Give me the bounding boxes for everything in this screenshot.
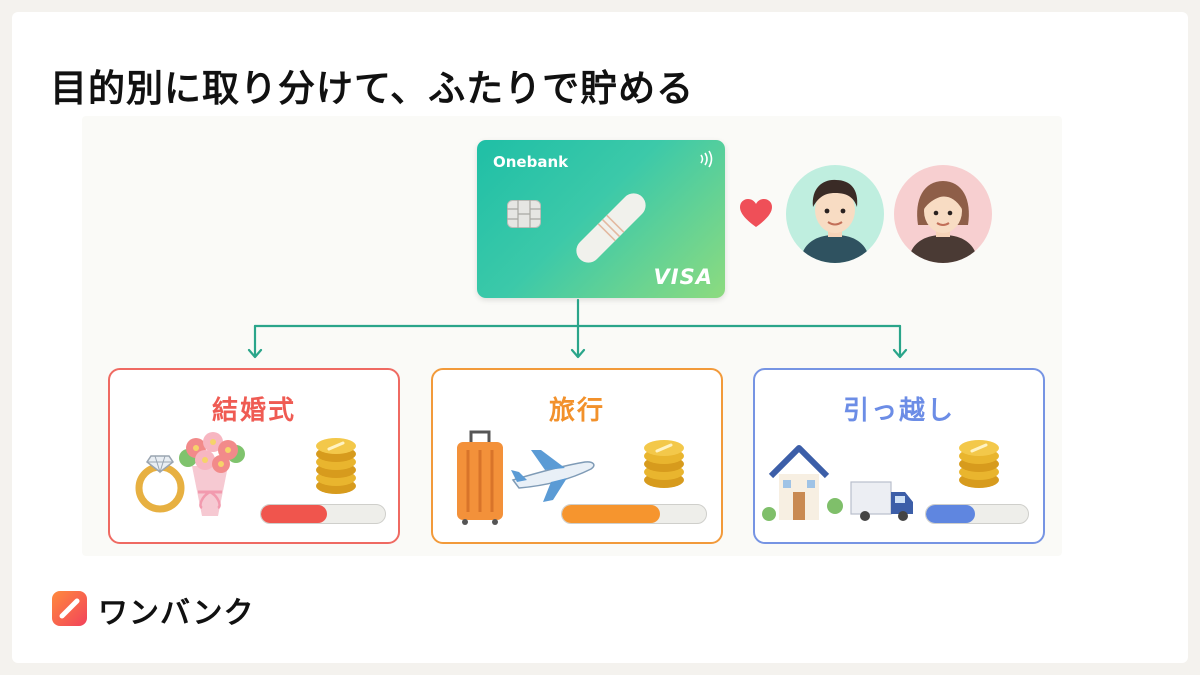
wanbank-logo-icon — [52, 591, 87, 626]
bouquet-icon — [179, 432, 245, 516]
man-avatar — [786, 165, 884, 263]
goal-title-travel: 旅行 — [548, 396, 605, 426]
truck-icon — [850, 481, 913, 521]
goal-card-moving: 引っ越し — [753, 368, 1045, 544]
progress-bar-travel — [561, 504, 707, 524]
ring-icon — [135, 455, 185, 513]
chip-icon — [507, 200, 541, 228]
coins-icon — [644, 440, 684, 488]
woman-avatar — [894, 165, 992, 263]
coins-icon — [316, 438, 356, 494]
house-icon — [762, 445, 843, 521]
goal-card-wedding: 結婚式 — [108, 368, 400, 544]
coins-icon — [959, 440, 999, 488]
card-brand: Onebank — [493, 153, 569, 171]
progress-fill-moving — [926, 505, 975, 523]
progress-bar-wedding — [260, 504, 386, 524]
progress-bar-moving — [925, 504, 1029, 524]
card-network: VISA — [653, 265, 713, 289]
debit-card: Onebank VISA — [477, 140, 725, 298]
onebank-logo-icon — [576, 193, 646, 263]
brand-name: ワンバンク — [98, 596, 255, 631]
goal-card-travel: 旅行 — [431, 368, 723, 544]
suitcase-icon — [457, 430, 503, 525]
goal-title-moving: 引っ越し — [842, 396, 955, 426]
contactless-icon — [700, 150, 713, 168]
airplane-icon — [511, 450, 595, 502]
progress-fill-travel — [562, 505, 660, 523]
goal-title-wedding: 結婚式 — [211, 396, 296, 426]
progress-fill-wedding — [261, 505, 327, 523]
heart-icon — [740, 199, 772, 227]
page-title: 目的別に取り分けて、ふたりで貯める — [50, 67, 695, 110]
